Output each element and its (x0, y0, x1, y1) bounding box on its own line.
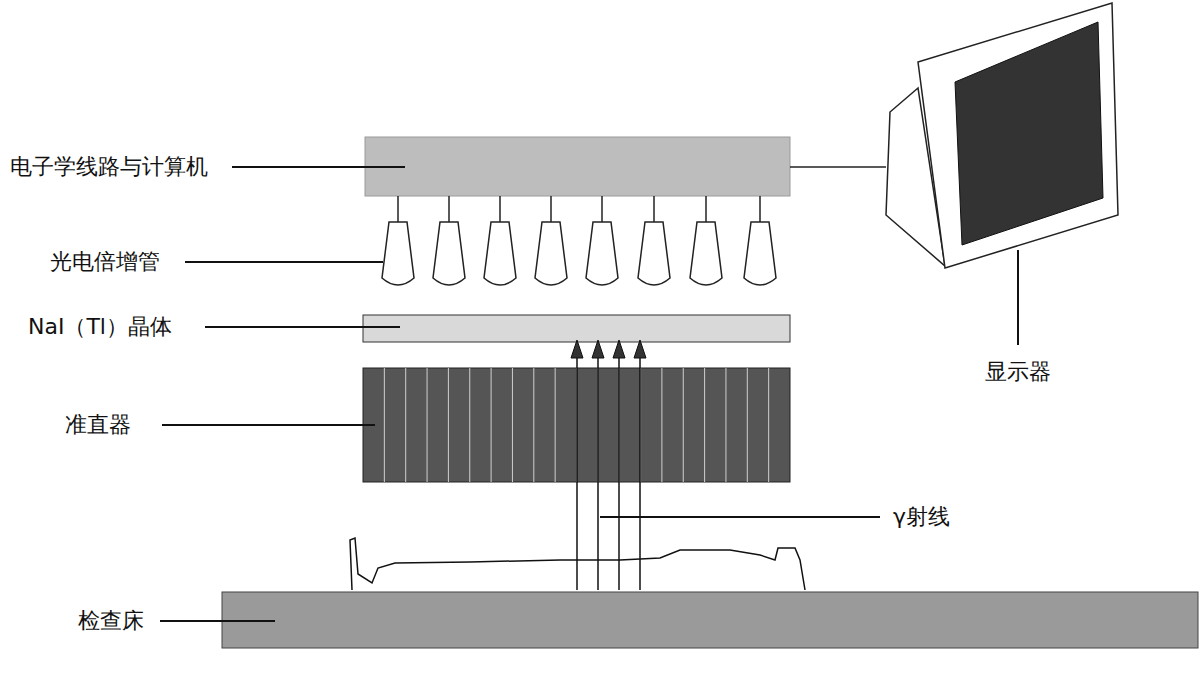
collimator-septum (704, 368, 705, 482)
collimator-septum (427, 368, 428, 482)
gamma-rays (571, 340, 646, 590)
ray-arrowhead (592, 340, 604, 358)
pmt-group (382, 196, 776, 285)
pmt-tube (744, 196, 776, 285)
pmt-tube (484, 196, 516, 285)
pmt-body (586, 222, 618, 285)
pmt-stem (653, 196, 655, 222)
leader-line (162, 424, 375, 426)
collimator-septum (683, 368, 684, 482)
monitor-bezel (918, 3, 1118, 268)
collimator-septum (533, 368, 534, 482)
gamma-ray (634, 340, 646, 590)
pmt-stem (397, 196, 399, 222)
ray-arrowhead (571, 340, 583, 358)
pmt-stem (448, 196, 450, 222)
pmt-tube (535, 196, 567, 285)
pmt-tube (638, 196, 670, 285)
leader-line (160, 620, 275, 622)
pmt-body (484, 222, 516, 285)
pmt-stem (499, 196, 501, 222)
ray-arrowhead (634, 340, 646, 358)
pmt-body (382, 222, 414, 285)
electronics-bar (365, 137, 790, 196)
leader-line (232, 166, 405, 168)
collimator-septum (448, 368, 449, 482)
collimator-septum (384, 368, 385, 482)
collimator-septum (661, 368, 662, 482)
ray-line (618, 352, 620, 590)
part-label: NaI（Tl）晶体 (28, 314, 172, 340)
leader-line (205, 326, 400, 328)
pmt-body (535, 222, 567, 285)
gamma-ray (571, 340, 583, 590)
ray-line (639, 352, 641, 590)
ray-line (576, 352, 578, 590)
collimator-septum (768, 368, 769, 482)
pmt-tube (433, 196, 465, 285)
exam-table (222, 592, 1198, 648)
collimator-septum (725, 368, 726, 482)
leader-line (1017, 250, 1019, 345)
gamma-ray (592, 340, 604, 590)
ray-arrowhead (613, 340, 625, 358)
part-label: 光电倍增管 (50, 249, 160, 275)
pmt-stem (550, 196, 552, 222)
crystal-bar (363, 315, 790, 342)
pmt-stem (601, 196, 603, 222)
part-label: 检查床 (78, 608, 144, 634)
part-label: 准直器 (65, 412, 131, 438)
part-label: 显示器 (985, 359, 1051, 385)
monitor-cable (790, 166, 886, 168)
collimator-septum (405, 368, 406, 482)
leader-line (185, 261, 383, 263)
pmt-tube (586, 196, 618, 285)
monitor-screen (955, 22, 1103, 245)
part-label: 电子学线路与计算机 (10, 154, 208, 180)
collimator-septum (469, 368, 470, 482)
gamma-ray (613, 340, 625, 590)
pmt-body (638, 222, 670, 285)
part-label: γ射线 (893, 504, 950, 530)
pmt-stem (705, 196, 707, 222)
pmt-body (690, 222, 722, 285)
collimator-septum (512, 368, 513, 482)
leader-line (600, 516, 880, 518)
pmt-body (744, 222, 776, 285)
collimator-septum (747, 368, 748, 482)
pmt-body (433, 222, 465, 285)
collimator-septum (491, 368, 492, 482)
pmt-stem (759, 196, 761, 222)
ray-line (597, 352, 599, 590)
collimator-septum (555, 368, 556, 482)
pmt-tube (382, 196, 414, 285)
pmt-tube (690, 196, 722, 285)
